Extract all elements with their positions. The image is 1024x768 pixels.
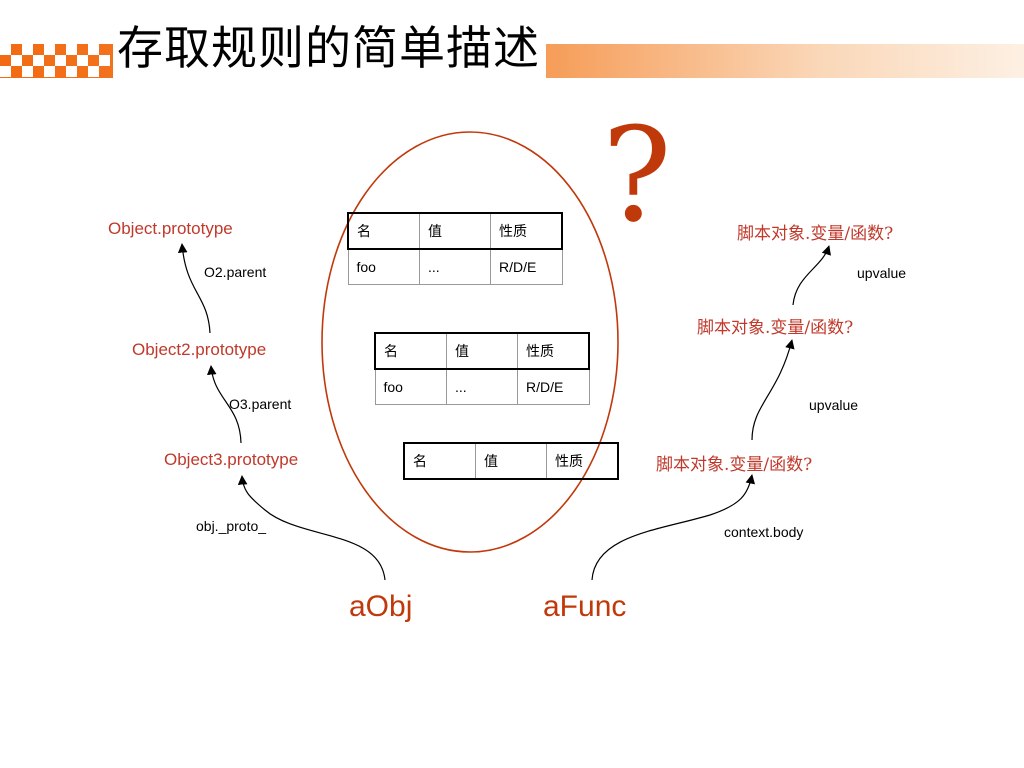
header-attr: 性质 [517, 332, 590, 370]
header-value: 值 [419, 212, 491, 250]
question-mark: ? [602, 99, 672, 251]
cell-value: ... [419, 248, 491, 285]
edge-o3-parent: O3.parent [229, 396, 292, 412]
edge-context-body: context.body [724, 524, 804, 540]
edge-upvalue-2: upvalue [809, 397, 859, 413]
property-table-2: 名 值 性质 foo ... R/D/E [374, 332, 590, 405]
edge-obj-proto: obj._proto_ [196, 518, 267, 534]
cell-name: foo [374, 368, 447, 405]
edge-upvalue-1: upvalue [857, 265, 907, 281]
header-name: 名 [374, 332, 447, 370]
header-attr: 性质 [546, 442, 619, 480]
cell-name: foo [347, 248, 420, 285]
header-value: 值 [475, 442, 547, 480]
property-table-3: 名 值 性质 [403, 442, 619, 480]
edge-o2-parent: O2.parent [204, 264, 267, 280]
cell-attr: R/D/E [517, 368, 590, 405]
header-name: 名 [347, 212, 420, 250]
scope-ellipse [321, 131, 619, 553]
origin-aobj: aObj [349, 590, 413, 623]
arrow-context-body [591, 474, 756, 581]
arrow-obj-proto [237, 475, 386, 581]
node-object-prototype: Object.prototype [108, 219, 233, 238]
arrow-o2-parent [177, 243, 211, 334]
node-script-object-2: 脚本对象.变量/函数? [697, 318, 854, 338]
property-table-1: 名 值 性质 foo ... R/D/E [347, 212, 563, 285]
cell-value: ... [446, 368, 518, 405]
node-object2-prototype: Object2.prototype [132, 340, 267, 359]
cell-attr: R/D/E [490, 248, 563, 285]
header-name: 名 [403, 442, 476, 480]
header-attr: 性质 [490, 212, 563, 250]
origin-afunc: aFunc [543, 590, 627, 623]
node-script-object-3: 脚本对象.变量/函数? [656, 455, 813, 475]
slide-title: 存取规则的简单描述 [113, 16, 546, 80]
node-object3-prototype: Object3.prototype [164, 450, 299, 469]
arrow-o3-parent [206, 365, 242, 444]
checker-pattern [0, 44, 110, 78]
node-script-object-1: 脚本对象.变量/函数? [737, 224, 894, 244]
header-value: 值 [446, 332, 518, 370]
arrow-upvalue-1 [792, 245, 831, 306]
arrow-upvalue-2 [751, 339, 795, 441]
